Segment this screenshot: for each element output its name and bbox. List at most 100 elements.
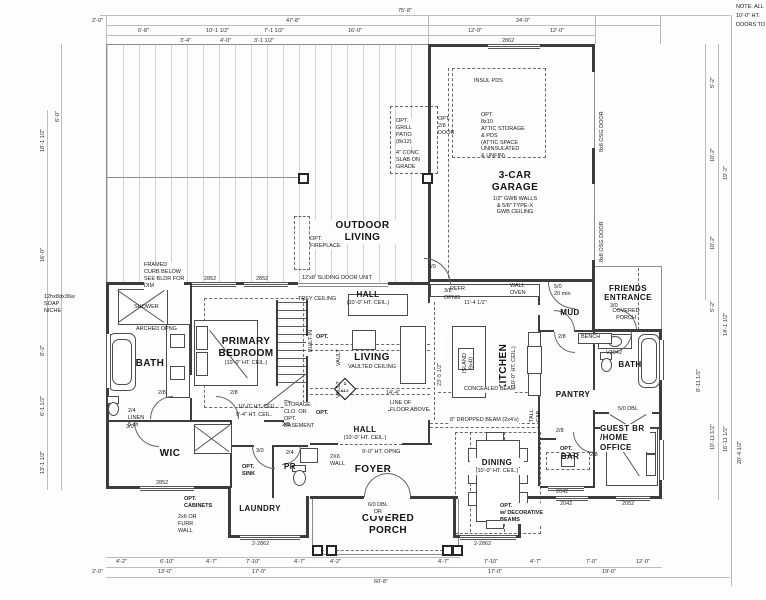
- dim: 3'-1 1/2": [254, 38, 275, 44]
- wall: [574, 330, 594, 332]
- room-label-wic: WIC: [159, 448, 181, 459]
- door-arc: [573, 432, 594, 453]
- window: [192, 282, 236, 287]
- door-label: 2/8: [556, 428, 564, 434]
- note-line-3: DOORS TO: [736, 22, 766, 28]
- opening-line: [340, 444, 402, 445]
- window-label: 2852: [156, 480, 169, 486]
- vault-line: [310, 394, 430, 395]
- room-label-laundry: LAUNDRY: [239, 504, 281, 513]
- wall: [388, 282, 430, 285]
- dimension-line: [731, 15, 732, 586]
- annotation-arched-opng: ARCHED OPNG: [136, 326, 177, 332]
- door-label: 6/0 DBL DR: [368, 502, 388, 516]
- dim: 11'-4 1/2": [464, 300, 487, 306]
- room-label-hall-lower: HALL: [353, 425, 377, 434]
- dim: 23'-5 1/2": [437, 336, 443, 386]
- dim: 7'-1 1/2": [264, 28, 285, 34]
- annotation-decorative-beams: OPT. w/ DECORATIVE BEAMS: [500, 503, 543, 524]
- wall: [652, 412, 661, 414]
- room-label-pantry: PANTRY: [555, 390, 591, 399]
- fixture-chair: [486, 432, 504, 441]
- door-arc: [364, 473, 388, 497]
- bar-counter-outline: [546, 452, 590, 470]
- room-label-primary-bedroom: PRIMARY BEDROOM: [218, 336, 274, 359]
- window: [106, 334, 111, 388]
- fixture-toilet: [108, 402, 119, 416]
- wall: [190, 285, 192, 375]
- dimension-line: [100, 15, 730, 16]
- dim: 4'-7": [530, 559, 541, 565]
- room-label-guest: GUEST BR /HOME OFFICE: [600, 424, 650, 453]
- door-label: 3/0: [256, 448, 264, 454]
- dim: 3'-4": [180, 38, 191, 44]
- fixture-sink: [170, 334, 185, 348]
- room-label-mud: MUD: [560, 308, 580, 317]
- window: [616, 496, 650, 501]
- room-label-garage: 3-CAR GARAGE: [491, 170, 539, 193]
- wall: [230, 420, 232, 488]
- annotation-bench: BENCH: [581, 334, 601, 340]
- dim: 7'-10": [484, 559, 499, 565]
- fixture-toilet: [601, 358, 612, 372]
- dim: 17'-0": [252, 569, 267, 575]
- dimension-line: [718, 44, 719, 500]
- dimension-line: [106, 35, 595, 36]
- door-label: 3/0: [610, 303, 618, 309]
- wall: [306, 356, 308, 420]
- section-marker-sheet: A4.2: [340, 389, 349, 393]
- fixture-counter: [430, 284, 540, 297]
- room-sub-friends-entrance: COVERED PORCH: [612, 308, 640, 321]
- door-label: 5/0 DBL: [618, 406, 638, 413]
- annotation-shower: SHOWER: [134, 304, 159, 310]
- annotation-attic-storage: OPT. 8x10 ATTIC STORAGE & PDS (ATTIC SPA…: [481, 112, 525, 160]
- window-label: 2052: [622, 501, 635, 507]
- annotation-opt-1: OPT.: [316, 334, 329, 340]
- door-label: 3/0: [428, 264, 436, 270]
- porch-edge: [661, 266, 662, 330]
- door-label: 2/8: [230, 390, 238, 396]
- annotation-furr-wall: 2x6 OR FURR WALL: [178, 514, 197, 534]
- bar-opt-label: OPT.: [560, 446, 573, 452]
- wall: [538, 430, 540, 486]
- fixture-island-sink: [458, 348, 474, 370]
- door-label: 3/0: [126, 424, 134, 430]
- fireplace-outline: [294, 216, 310, 270]
- annotation-ht-opng: 9'-0" HT. OPNG: [362, 449, 401, 455]
- annotation-soap-niche: 12hx8dx36w SOAP NICHE: [44, 294, 75, 314]
- stair-treads: [278, 302, 306, 386]
- room-label-hall-upper: HALL: [356, 290, 380, 299]
- dim: 8'-11 1/2": [696, 369, 702, 392]
- fixture-sink: [170, 366, 185, 380]
- room-sub-hall-upper: (10'-0" HT. CEIL.): [346, 300, 390, 306]
- dim: 6'-10": [160, 559, 175, 565]
- door-label: 2/8: [282, 422, 290, 428]
- fixture-sofa: [348, 294, 408, 316]
- annotation-insul-pds: INSUL PDS: [474, 78, 503, 84]
- wall: [592, 44, 595, 72]
- extension-line: [106, 15, 107, 44]
- fixture-bar-sink: [561, 455, 575, 467]
- window: [659, 440, 664, 480]
- door-arc: [424, 258, 451, 285]
- annotation-vanity: V3042: [606, 350, 622, 356]
- dim: 10'-11 1/2": [710, 424, 716, 450]
- annotation-vault-1: VAULT: [336, 349, 342, 366]
- annotation-20min-door: 5/0 20 min: [554, 284, 571, 297]
- annotation-osg-door-2: 8x8 OSG DOOR: [599, 221, 605, 262]
- wall: [428, 285, 430, 303]
- wall: [595, 329, 662, 332]
- annotation-opt-sink: OPT. SINK: [242, 464, 256, 477]
- dim: 6'-0": [55, 111, 61, 122]
- annotation-line-of-floor: LINE OF FLOOR ABOVE: [390, 400, 430, 414]
- window: [659, 340, 664, 380]
- post: [298, 173, 309, 184]
- room-label-bar: BAR: [560, 452, 580, 461]
- fixture-pillow: [196, 326, 208, 350]
- dim: 16'-11 1/2": [723, 426, 729, 452]
- dimension-line: [106, 567, 662, 568]
- annotation-concealed-beam: CONCEALED BEAM: [464, 386, 516, 393]
- post: [452, 545, 463, 556]
- dim: 5'-2": [710, 77, 716, 88]
- roof-edge: [106, 177, 306, 178]
